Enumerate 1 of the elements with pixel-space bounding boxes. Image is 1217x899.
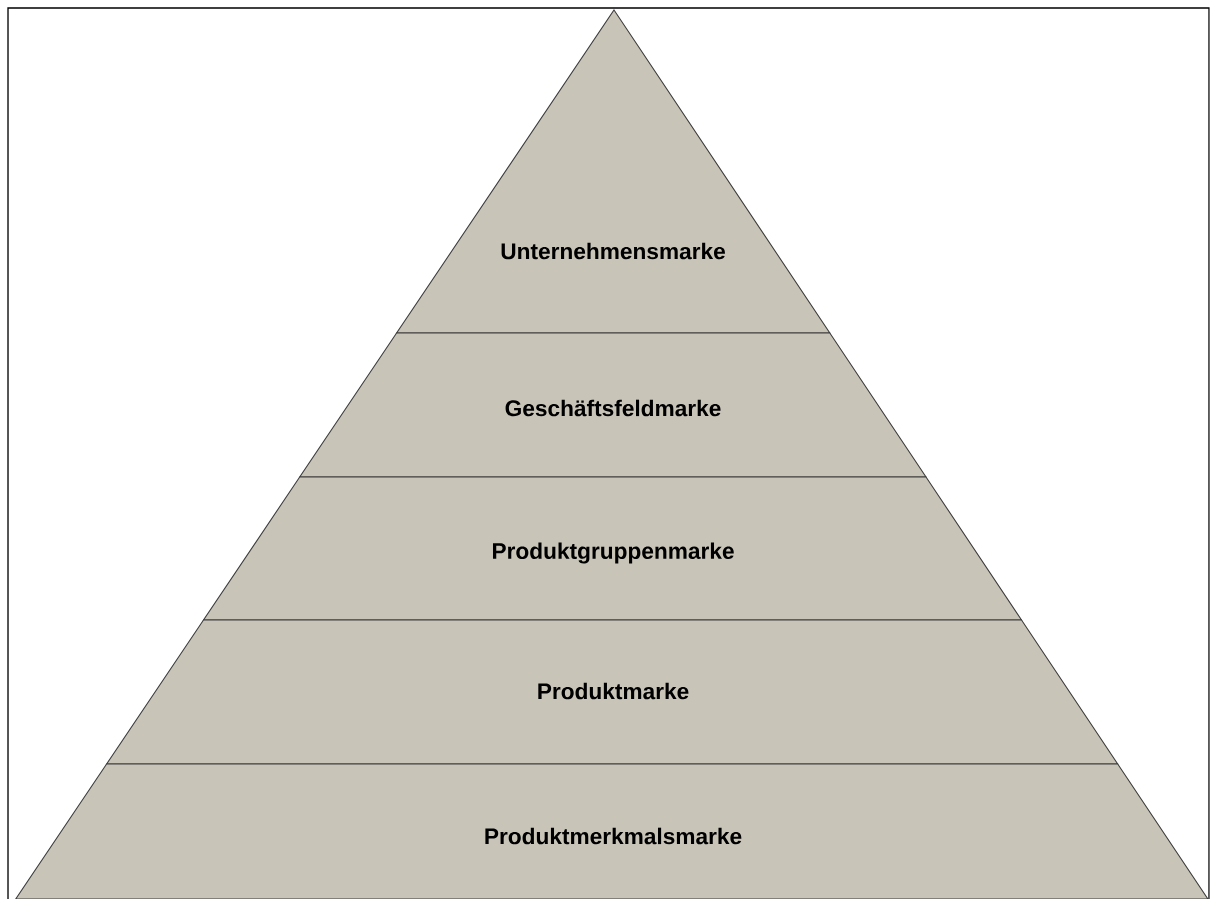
pyramid-level: Produktgruppenmarke — [202, 476, 1023, 621]
